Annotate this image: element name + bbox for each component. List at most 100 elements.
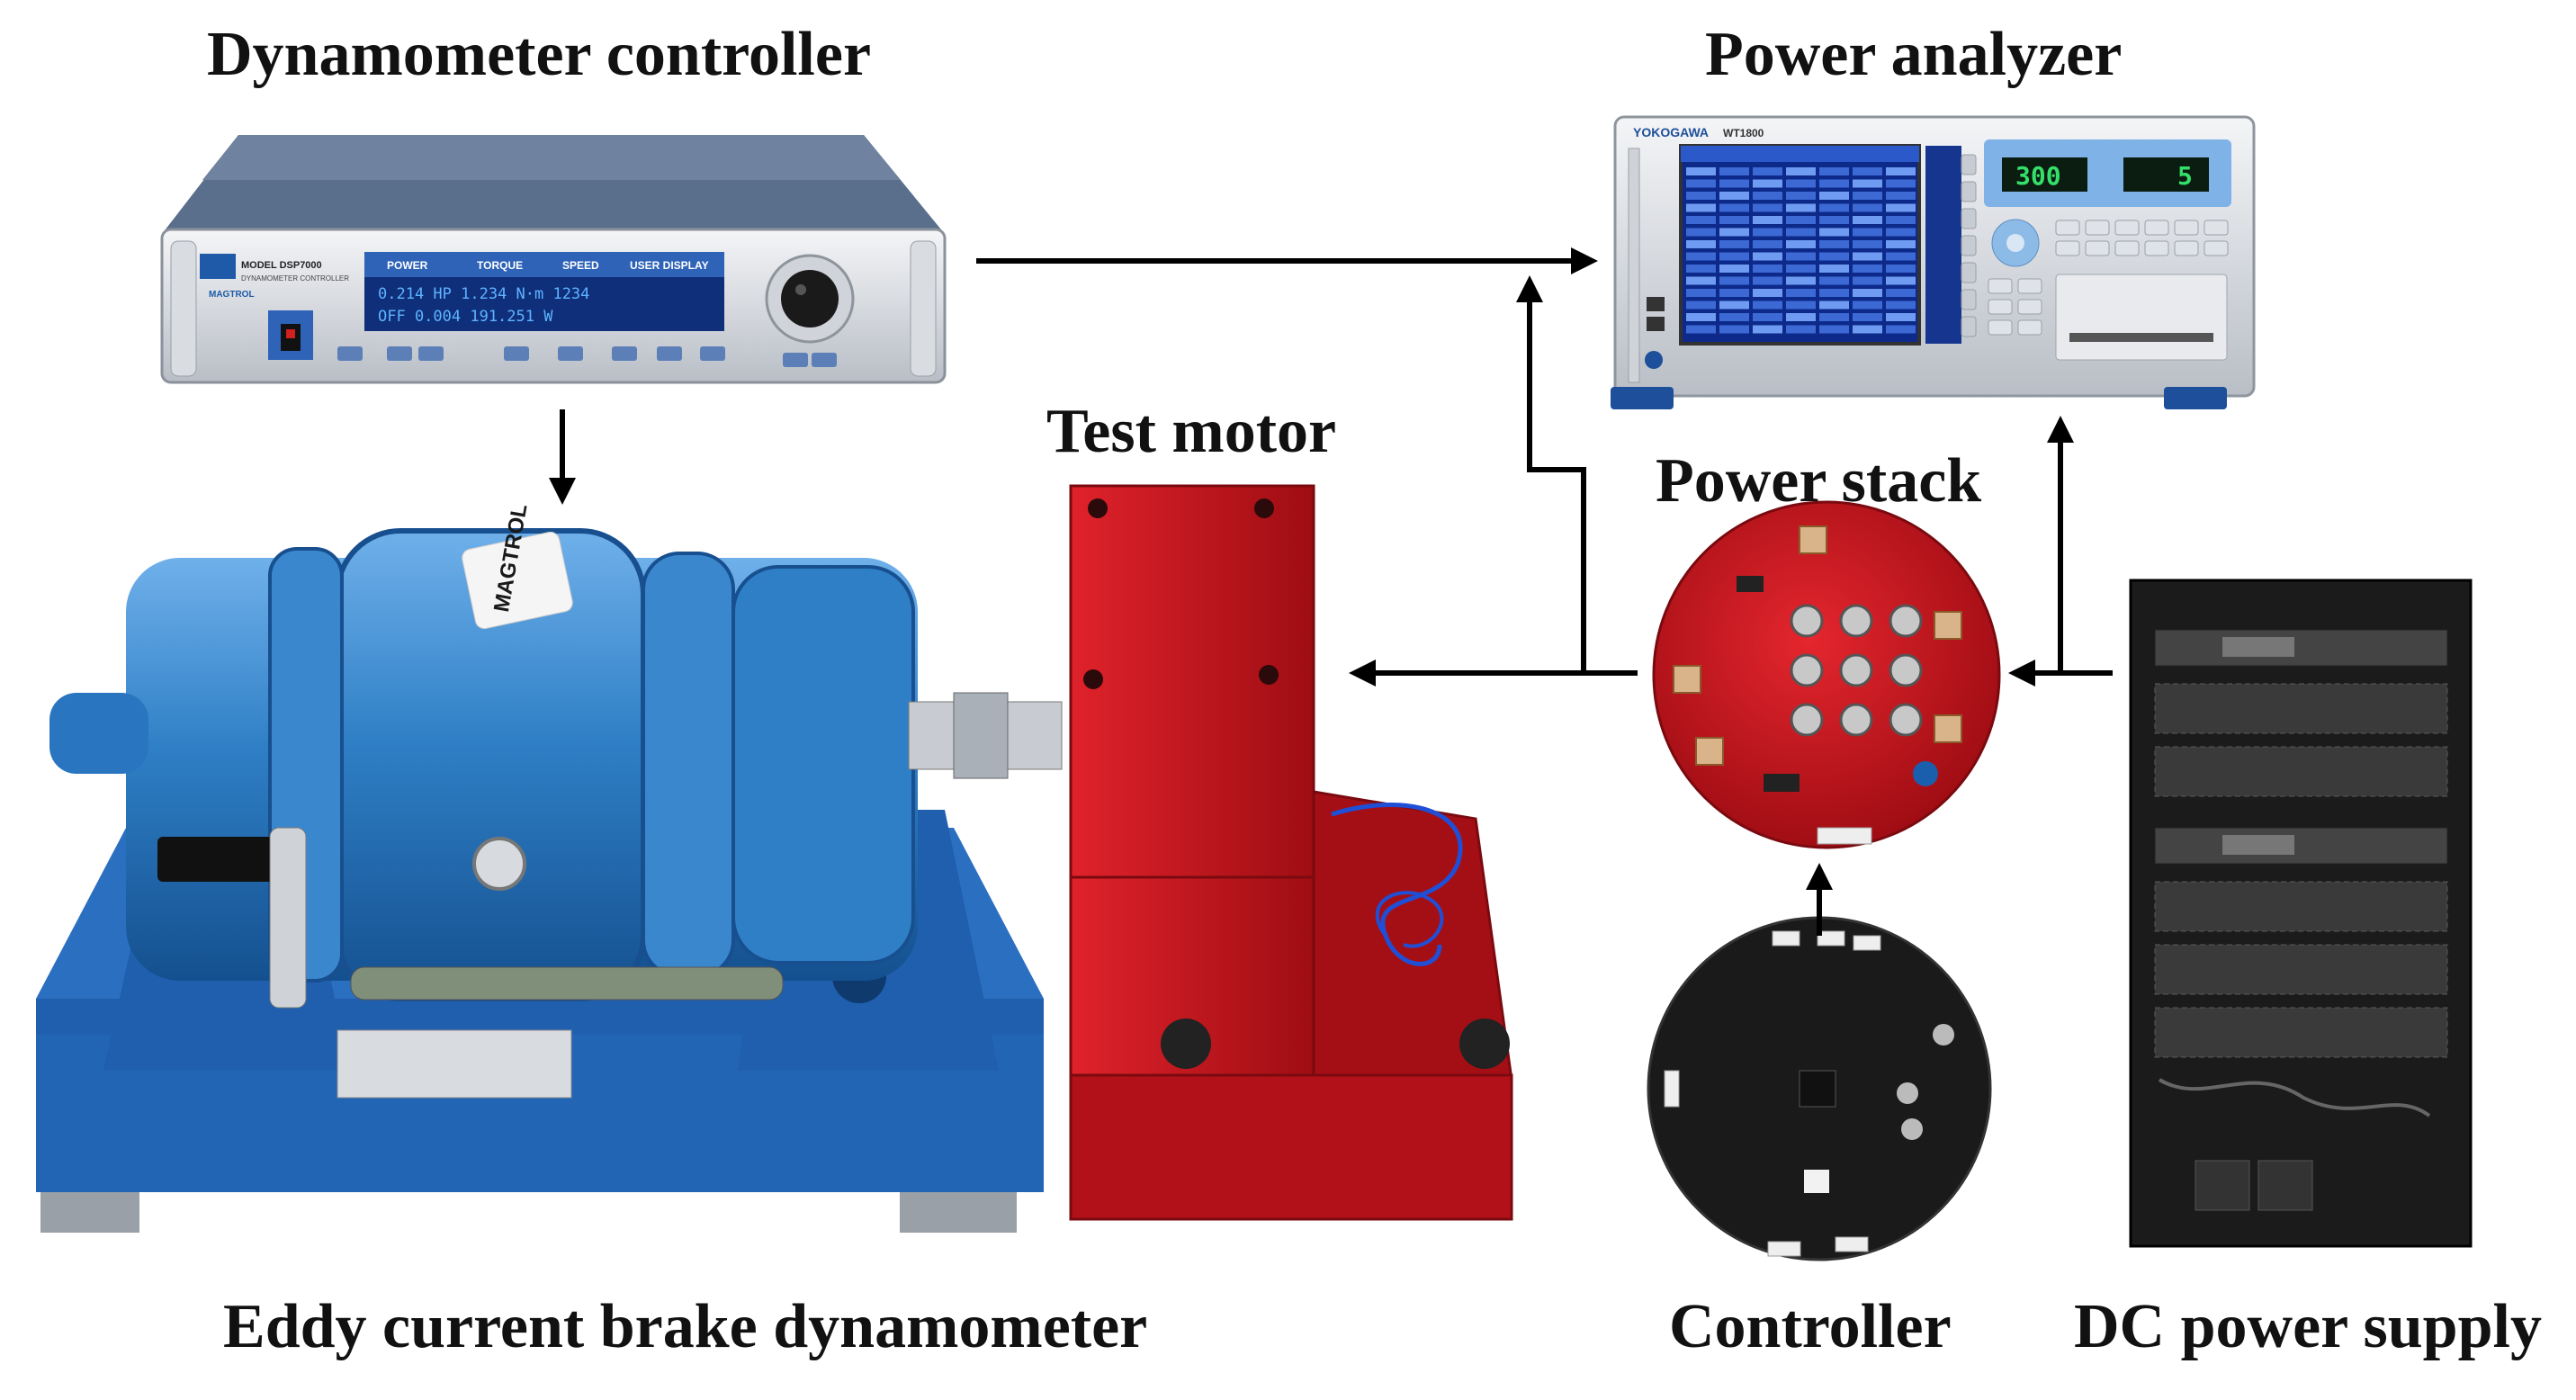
lcd-cell	[1686, 216, 1716, 224]
power-stack-trimmer	[1913, 761, 1938, 786]
rack-supply-display-2	[2222, 835, 2294, 855]
lcd-cell	[1886, 276, 1916, 285]
rack-supply-unit-2	[2154, 827, 2448, 865]
lcd-cell	[1786, 325, 1816, 334]
lcd-cell	[1753, 289, 1782, 297]
controller-vfd-display	[364, 277, 724, 331]
lcd-cell	[1719, 192, 1749, 200]
controller-model-sub-text: DYNAMOMETER CONTROLLER	[241, 274, 349, 283]
analyzer-voltage-range-text: 300	[2015, 161, 2061, 191]
lcd-cell	[1719, 301, 1749, 310]
lcd-cell	[1786, 179, 1816, 188]
dyno-left-hub	[49, 693, 148, 774]
eddy-current-dynamometer-device: MAGTROL	[36, 502, 1063, 1233]
rack-fan-2	[2257, 1160, 2313, 1211]
lcd-cell	[1786, 240, 1816, 248]
lcd-cell	[1853, 228, 1882, 237]
analyzer-jog-center	[2006, 234, 2024, 252]
power-stack-connector	[1817, 827, 1872, 845]
label-eddy-current-brake-dynamometer: Eddy current brake dynamometer	[223, 1292, 1148, 1361]
rack-vent-panel	[2154, 1007, 2448, 1058]
lcd-cell	[1886, 325, 1916, 334]
controller-display-line-2: OFF 0.004 191.251 W	[378, 308, 553, 326]
analyzer-printer-slot	[2069, 333, 2213, 342]
rack-vent-panel	[2154, 881, 2448, 932]
lcd-cell	[1886, 265, 1916, 273]
analyzer-right-foot	[2164, 387, 2227, 409]
label-dc-power-supply: DC power supply	[2074, 1292, 2542, 1361]
lcd-cell	[1719, 265, 1749, 273]
lcd-cell	[1786, 216, 1816, 224]
power-stack-chip-2	[1764, 774, 1800, 792]
lcd-cell	[1719, 276, 1749, 285]
lcd-cell	[1786, 313, 1816, 321]
label-dynamometer-controller: Dynamometer controller	[207, 20, 872, 89]
analyzer-printer-bay	[2055, 274, 2228, 361]
lcd-cell	[1719, 179, 1749, 188]
lcd-cell	[1719, 325, 1749, 334]
lcd-cell	[1686, 240, 1716, 248]
lcd-cell	[1886, 313, 1916, 321]
dyno-torque-arm	[157, 837, 292, 882]
controller-header-torque: TORQUE	[477, 259, 523, 272]
label-controller: Controller	[1669, 1292, 1952, 1361]
lcd-cell	[1819, 167, 1849, 175]
motor-sensor-wire	[1331, 803, 1463, 966]
analyzer-lcd-titlebar	[1681, 146, 1919, 162]
lcd-cell	[1853, 252, 1882, 261]
label-power-analyzer: Power analyzer	[1705, 20, 2123, 89]
label-test-motor: Test motor	[1046, 397, 1337, 466]
analyzer-voltage-display	[2002, 157, 2087, 192]
lcd-cell	[1686, 179, 1716, 188]
dyno-coupling-flange	[953, 692, 1009, 779]
lcd-cell	[1686, 167, 1716, 175]
controller-brand-text: MAGTROL	[209, 290, 255, 300]
lcd-cell	[1819, 228, 1849, 237]
lcd-cell	[1886, 179, 1916, 188]
lcd-cell	[1719, 240, 1749, 248]
rack-supply-display-1	[2222, 637, 2294, 657]
rack-supply-unit-1	[2154, 629, 2448, 667]
controller-header-user-display: USER DISPLAY	[630, 259, 709, 272]
lcd-cell	[1853, 240, 1882, 248]
controller-header-speed: SPEED	[562, 259, 599, 272]
controller-display-line-1: 0.214 HP 1.234 N·m 1234	[378, 285, 589, 303]
controller-header-power: POWER	[387, 259, 428, 272]
controller-white-pad	[1804, 1170, 1829, 1193]
arrow-motor-line-to-analyzer	[1516, 275, 1586, 673]
signal-arrows	[549, 247, 2113, 936]
lcd-cell	[1819, 216, 1849, 224]
controller-power-indicator	[286, 329, 295, 338]
lcd-cell	[1819, 313, 1849, 321]
lcd-cell	[1753, 252, 1782, 261]
lcd-cell	[1686, 301, 1716, 310]
lcd-cell	[1753, 192, 1782, 200]
motor-base-bolt-left	[1161, 1019, 1211, 1069]
analyzer-lcd-table	[1686, 167, 1916, 334]
lcd-cell	[1719, 289, 1749, 297]
controller-component-3	[1933, 1024, 1954, 1046]
controller-component-2	[1901, 1118, 1923, 1140]
lcd-cell	[1886, 203, 1916, 212]
lcd-cell	[1886, 240, 1916, 248]
test-motor-device	[1069, 484, 1513, 1221]
lcd-cell	[1853, 313, 1882, 321]
power-stack-terminals	[1673, 525, 1962, 766]
lcd-cell	[1886, 289, 1916, 297]
rack-vent-panel	[2154, 746, 2448, 797]
lcd-cell	[1886, 192, 1916, 200]
dyno-end-cap	[732, 565, 915, 965]
dyno-load-link	[269, 827, 307, 1009]
lcd-cell	[1819, 203, 1849, 212]
lcd-cell	[1753, 313, 1782, 321]
lcd-cell	[1786, 192, 1816, 200]
analyzer-softkeys	[1961, 154, 1977, 337]
lcd-cell	[1786, 203, 1816, 212]
lcd-cell	[1753, 265, 1782, 273]
dyno-right-ring	[642, 552, 735, 978]
power-stack-capacitors	[1790, 604, 1923, 737]
motor-bolt-4	[1259, 665, 1279, 685]
lcd-cell	[1819, 325, 1849, 334]
lcd-cell	[1853, 167, 1882, 175]
